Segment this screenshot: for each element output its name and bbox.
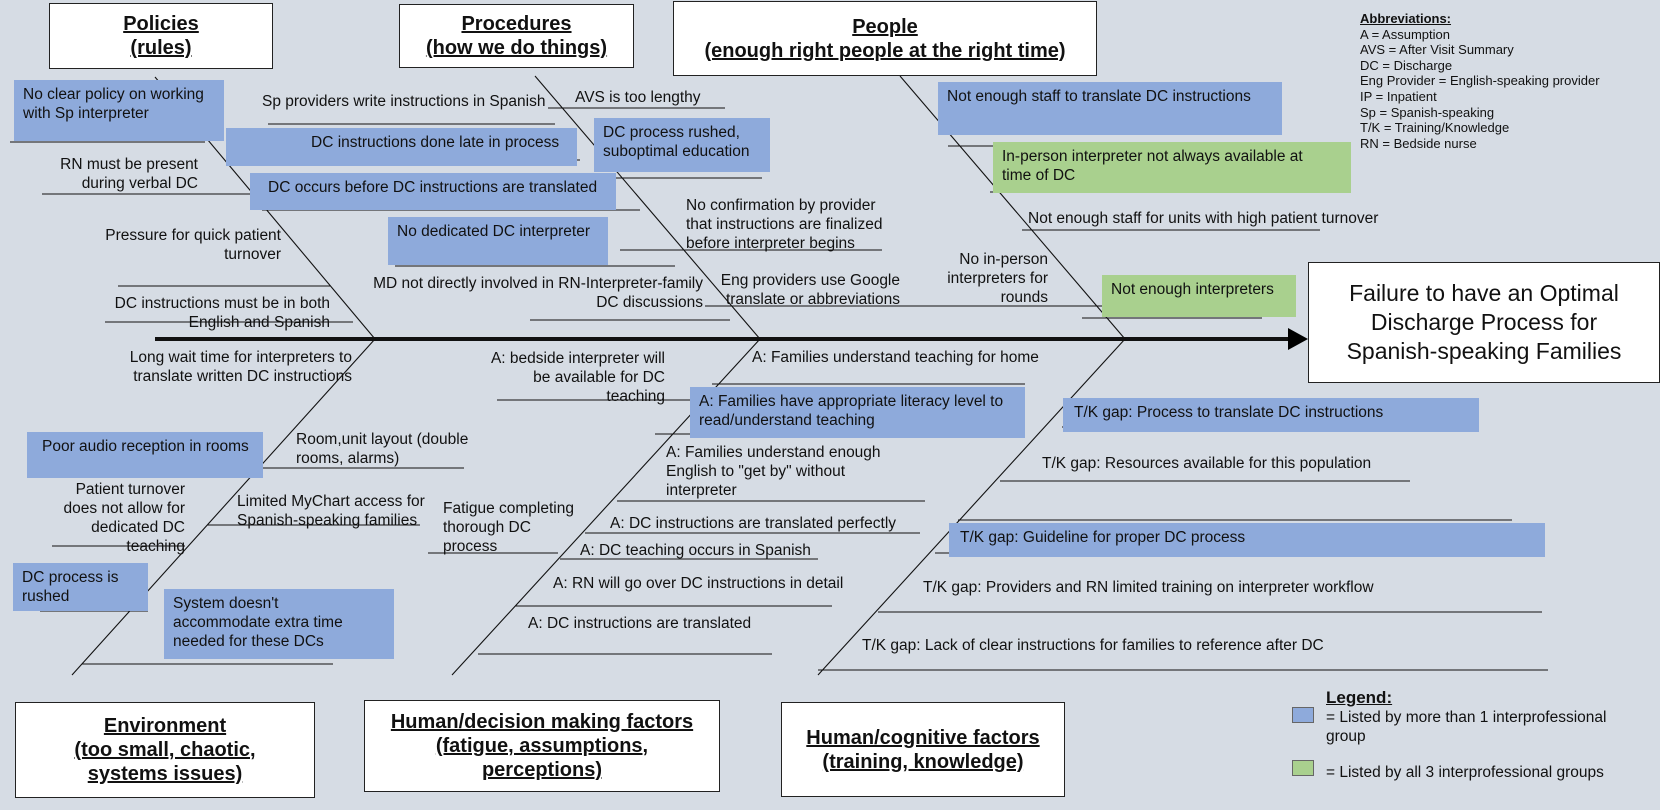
abbreviation-item: Sp = Spanish-speaking [1360,104,1495,120]
cause-staff-high-turnover: Not enough staff for units with high pat… [1028,210,1379,227]
cause-md-not-involved: MD not directly involved in RN-Interpret… [373,275,703,311]
cause-tk-resources: T/K gap: Resources available for this po… [1042,455,1372,472]
category-environment: Environment (too small, chaotic, systems… [15,702,315,798]
bone-environment [71,338,376,676]
cause-tk-guideline: T/K gap: Guideline for proper DC process [949,523,1545,557]
abbreviation-item: IP = Inpatient [1360,88,1437,104]
cause-patient-turnover: Patient turnover does not allow for dedi… [63,481,186,555]
abbreviation-item: RN = Bedside nurse [1360,135,1477,151]
abbreviations-panel: Abbreviations: A = Assumption AVS = Afte… [1360,11,1600,151]
cause-dc-process-rushed: DC process is rushed [13,563,148,611]
spine-arrowhead [1288,328,1308,350]
cause-families-understand-home: A: Families understand teaching for home [752,349,1039,366]
bone-procedures [534,75,761,340]
cause-bedside-interpreter: A: bedside interpreter will be available… [490,350,665,405]
cause-dc-before-translated: DC occurs before DC instructions are tra… [250,173,616,210]
abbreviation-item: Eng Provider = English-speaking provider [1360,73,1600,89]
cause-dc-rushed: DC process rushed, suboptimal education [594,118,770,172]
cause-tk-process-translate: T/K gap: Process to translate DC instruc… [1063,398,1479,432]
cause-room-layout: Room,unit layout (double rooms, alarms) [296,431,469,467]
legend-label-green: = Listed by all 3 interprofessional grou… [1326,764,1604,781]
cause-no-clear-policy: No clear policy on working with Sp inter… [14,80,224,141]
bone-human-cognitive [817,338,1126,676]
category-people: People (enough right people at the right… [673,1,1097,76]
cause-system-extra-time: System doesn't accommodate extra time ne… [164,589,394,659]
abbreviation-item: T/K = Training/Knowledge [1360,120,1510,136]
cause-not-enough-staff-translate: Not enough staff to translate DC instruc… [938,82,1282,135]
legend: Legend: = Listed by more than 1 interpro… [1292,688,1652,788]
cause-both-languages: DC instructions must be in both English … [114,295,330,331]
cause-avs-lengthy: AVS is too lengthy [575,89,701,106]
category-policies: Policies (rules) [49,3,273,69]
cause-not-enough-interpreters: Not enough interpreters [1102,275,1296,317]
cause-rn-present: RN must be present during verbal DC [60,156,198,192]
cause-tk-lack-instructions: T/K gap: Lack of clear instructions for … [862,637,1324,654]
effect-box: Failure to have an Optimal Discharge Pro… [1308,262,1660,383]
bone-people [899,75,1126,340]
cause-dc-late: DC instructions done late in process [226,128,577,166]
cause-inperson-not-available: In-person interpreter not always availab… [993,142,1351,193]
cause-rn-go-over: A: RN will go over DC instructions in de… [553,575,844,592]
legend-label-blue: = Listed by more than 1 interprofessiona… [1326,709,1607,745]
cause-literacy-level: A: Families have appropriate literacy le… [690,387,1025,438]
cause-teaching-spanish: A: DC teaching occurs in Spanish [580,542,811,559]
abbreviation-item: AVS = After Visit Summary [1360,42,1514,58]
cause-google-translate: Eng providers use Google translate or ab… [720,272,900,308]
abbreviation-item: DC = Discharge [1360,57,1453,73]
cause-poor-audio: Poor audio reception in rooms [27,432,263,478]
category-human-decision: Human/decision making factors (fatigue, … [364,700,720,792]
cause-no-dedicated-interpreter: No dedicated DC interpreter [388,217,608,265]
cause-long-wait: Long wait time for interpreters to trans… [129,349,352,385]
abbreviation-item: A = Assumption [1360,26,1450,42]
legend-swatch-blue [1292,707,1314,723]
cause-fatigue: Fatigue completing thorough DC process [443,500,574,555]
cause-translated-perfectly: A: DC instructions are translated perfec… [610,515,897,532]
legend-swatch-green [1292,760,1314,776]
cause-pressure-turnover: Pressure for quick patient turnover [105,227,281,263]
cause-mychart: Limited MyChart access for Spanish-speak… [237,493,425,529]
abbreviations-title: Abbreviations: [1360,11,1452,26]
legend-title: Legend: [1326,688,1393,707]
cause-instructions-translated: A: DC instructions are translated [528,615,752,632]
cause-english-get-by: A: Families understand enough English to… [666,444,881,499]
cause-sp-write-spanish: Sp providers write instructions in Spani… [262,93,546,110]
category-procedures: Procedures (how we do things) [399,4,634,68]
cause-no-inperson-rounds: No in-person interpreters for rounds [947,251,1048,306]
category-human-cognitive: Human/cognitive factors (training, knowl… [781,702,1065,797]
cause-no-confirmation: No confirmation by provider that instruc… [686,197,883,252]
cause-tk-training: T/K gap: Providers and RN limited traini… [923,579,1374,596]
